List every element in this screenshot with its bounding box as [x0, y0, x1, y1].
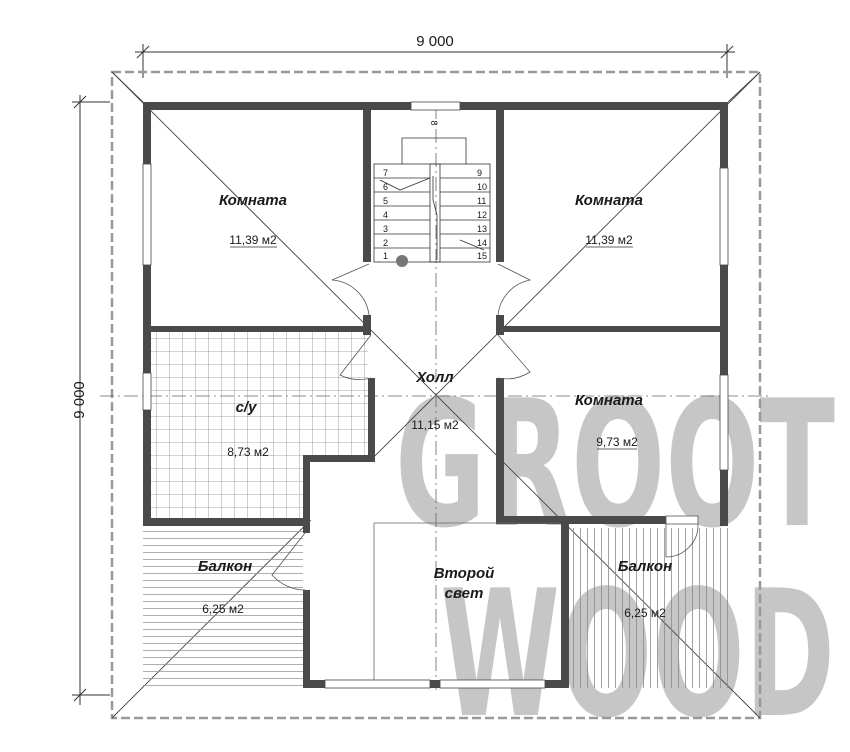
doors — [271, 263, 699, 591]
bathroom-tile-floor-notch-cover — [303, 460, 369, 520]
svg-text:13: 13 — [477, 224, 487, 234]
width-dimension: 9 000 — [416, 33, 454, 50]
bathroom-name: с/у — [236, 399, 258, 416]
balcony-w-name: Балкон — [198, 558, 252, 575]
room-ne-name: Комната — [575, 192, 643, 209]
stair-step-numbers-left: 7 6 5 4 3 2 1 — [383, 168, 388, 261]
svg-text:5: 5 — [383, 196, 388, 206]
staircase — [373, 137, 491, 263]
bathroom-area: 8,73 м2 — [227, 445, 269, 459]
stair-step-numbers-right: 9 10 11 12 13 14 15 — [477, 168, 487, 261]
svg-text:9: 9 — [477, 168, 482, 178]
balcony-e-area: 6,25 м2 — [624, 606, 666, 620]
room-ne-area: 11,39 м2 — [585, 233, 633, 247]
svg-text:7: 7 — [383, 168, 388, 178]
balcony-w-area: 6,25 м2 — [202, 602, 244, 616]
windows — [142, 101, 729, 689]
height-dimension: 9 000 — [71, 381, 88, 419]
balcony-w-deck — [143, 528, 303, 688]
hall-area: 11,15 м2 — [411, 418, 459, 432]
axis-lines — [100, 105, 770, 690]
svg-text:10: 10 — [477, 182, 487, 192]
svg-text:2: 2 — [383, 238, 388, 248]
room-nw-area: 11,39 м2 — [229, 233, 277, 247]
stair-post — [396, 255, 408, 267]
stair-landing-mark: 8 — [429, 120, 439, 125]
svg-text:11: 11 — [477, 196, 486, 206]
room-e-area: 9,73 м2 — [596, 435, 638, 449]
hall-name: Холл — [415, 369, 454, 386]
svg-text:6: 6 — [383, 182, 388, 192]
room-nw-name: Комната — [219, 192, 287, 209]
svg-text:1: 1 — [383, 251, 388, 261]
dimension-lines — [72, 44, 735, 705]
svg-text:15: 15 — [477, 251, 487, 261]
roof-outline — [110, 70, 762, 720]
second-light-outline — [373, 522, 561, 680]
svg-text:3: 3 — [383, 224, 388, 234]
balcony-e-deck — [570, 528, 728, 688]
second-light-name-line2: свет — [445, 585, 484, 602]
svg-text:12: 12 — [477, 210, 487, 220]
walls — [143, 102, 728, 688]
second-light-name-line1: Второй — [434, 565, 495, 582]
balcony-e-name: Балкон — [618, 558, 672, 575]
svg-text:4: 4 — [383, 210, 388, 220]
room-e-name: Комната — [575, 392, 643, 409]
svg-text:14: 14 — [477, 238, 487, 248]
